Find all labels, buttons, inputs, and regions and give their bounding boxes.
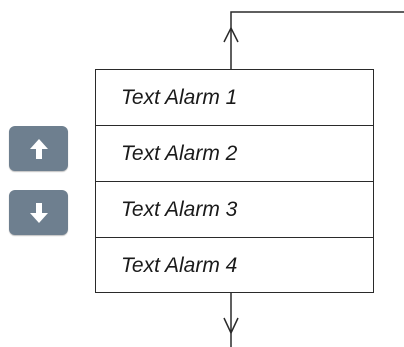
alarm-label: Text Alarm 2 — [121, 141, 238, 165]
alarm-label: Text Alarm 3 — [121, 197, 238, 221]
arrow-down-icon — [29, 202, 48, 223]
loop-back-line — [230, 11, 404, 69]
alarm-label: Text Alarm 4 — [121, 254, 238, 277]
arrow-down-head-icon — [223, 317, 239, 335]
alarm-row-1[interactable]: Text Alarm 1 — [96, 70, 373, 126]
scroll-up-button[interactable] — [9, 126, 68, 171]
alarm-row-4[interactable]: Text Alarm 4 — [96, 238, 373, 294]
alarm-row-2[interactable]: Text Alarm 2 — [96, 126, 373, 182]
alarm-label: Text Alarm 1 — [121, 85, 238, 109]
arrow-up-head-icon — [223, 26, 239, 43]
alarm-list: Text Alarm 1 Text Alarm 2 Text Alarm 3 T… — [95, 69, 374, 293]
scroll-down-button[interactable] — [9, 190, 68, 235]
arrow-up-icon — [29, 138, 48, 159]
alarm-row-3[interactable]: Text Alarm 3 — [96, 182, 373, 238]
